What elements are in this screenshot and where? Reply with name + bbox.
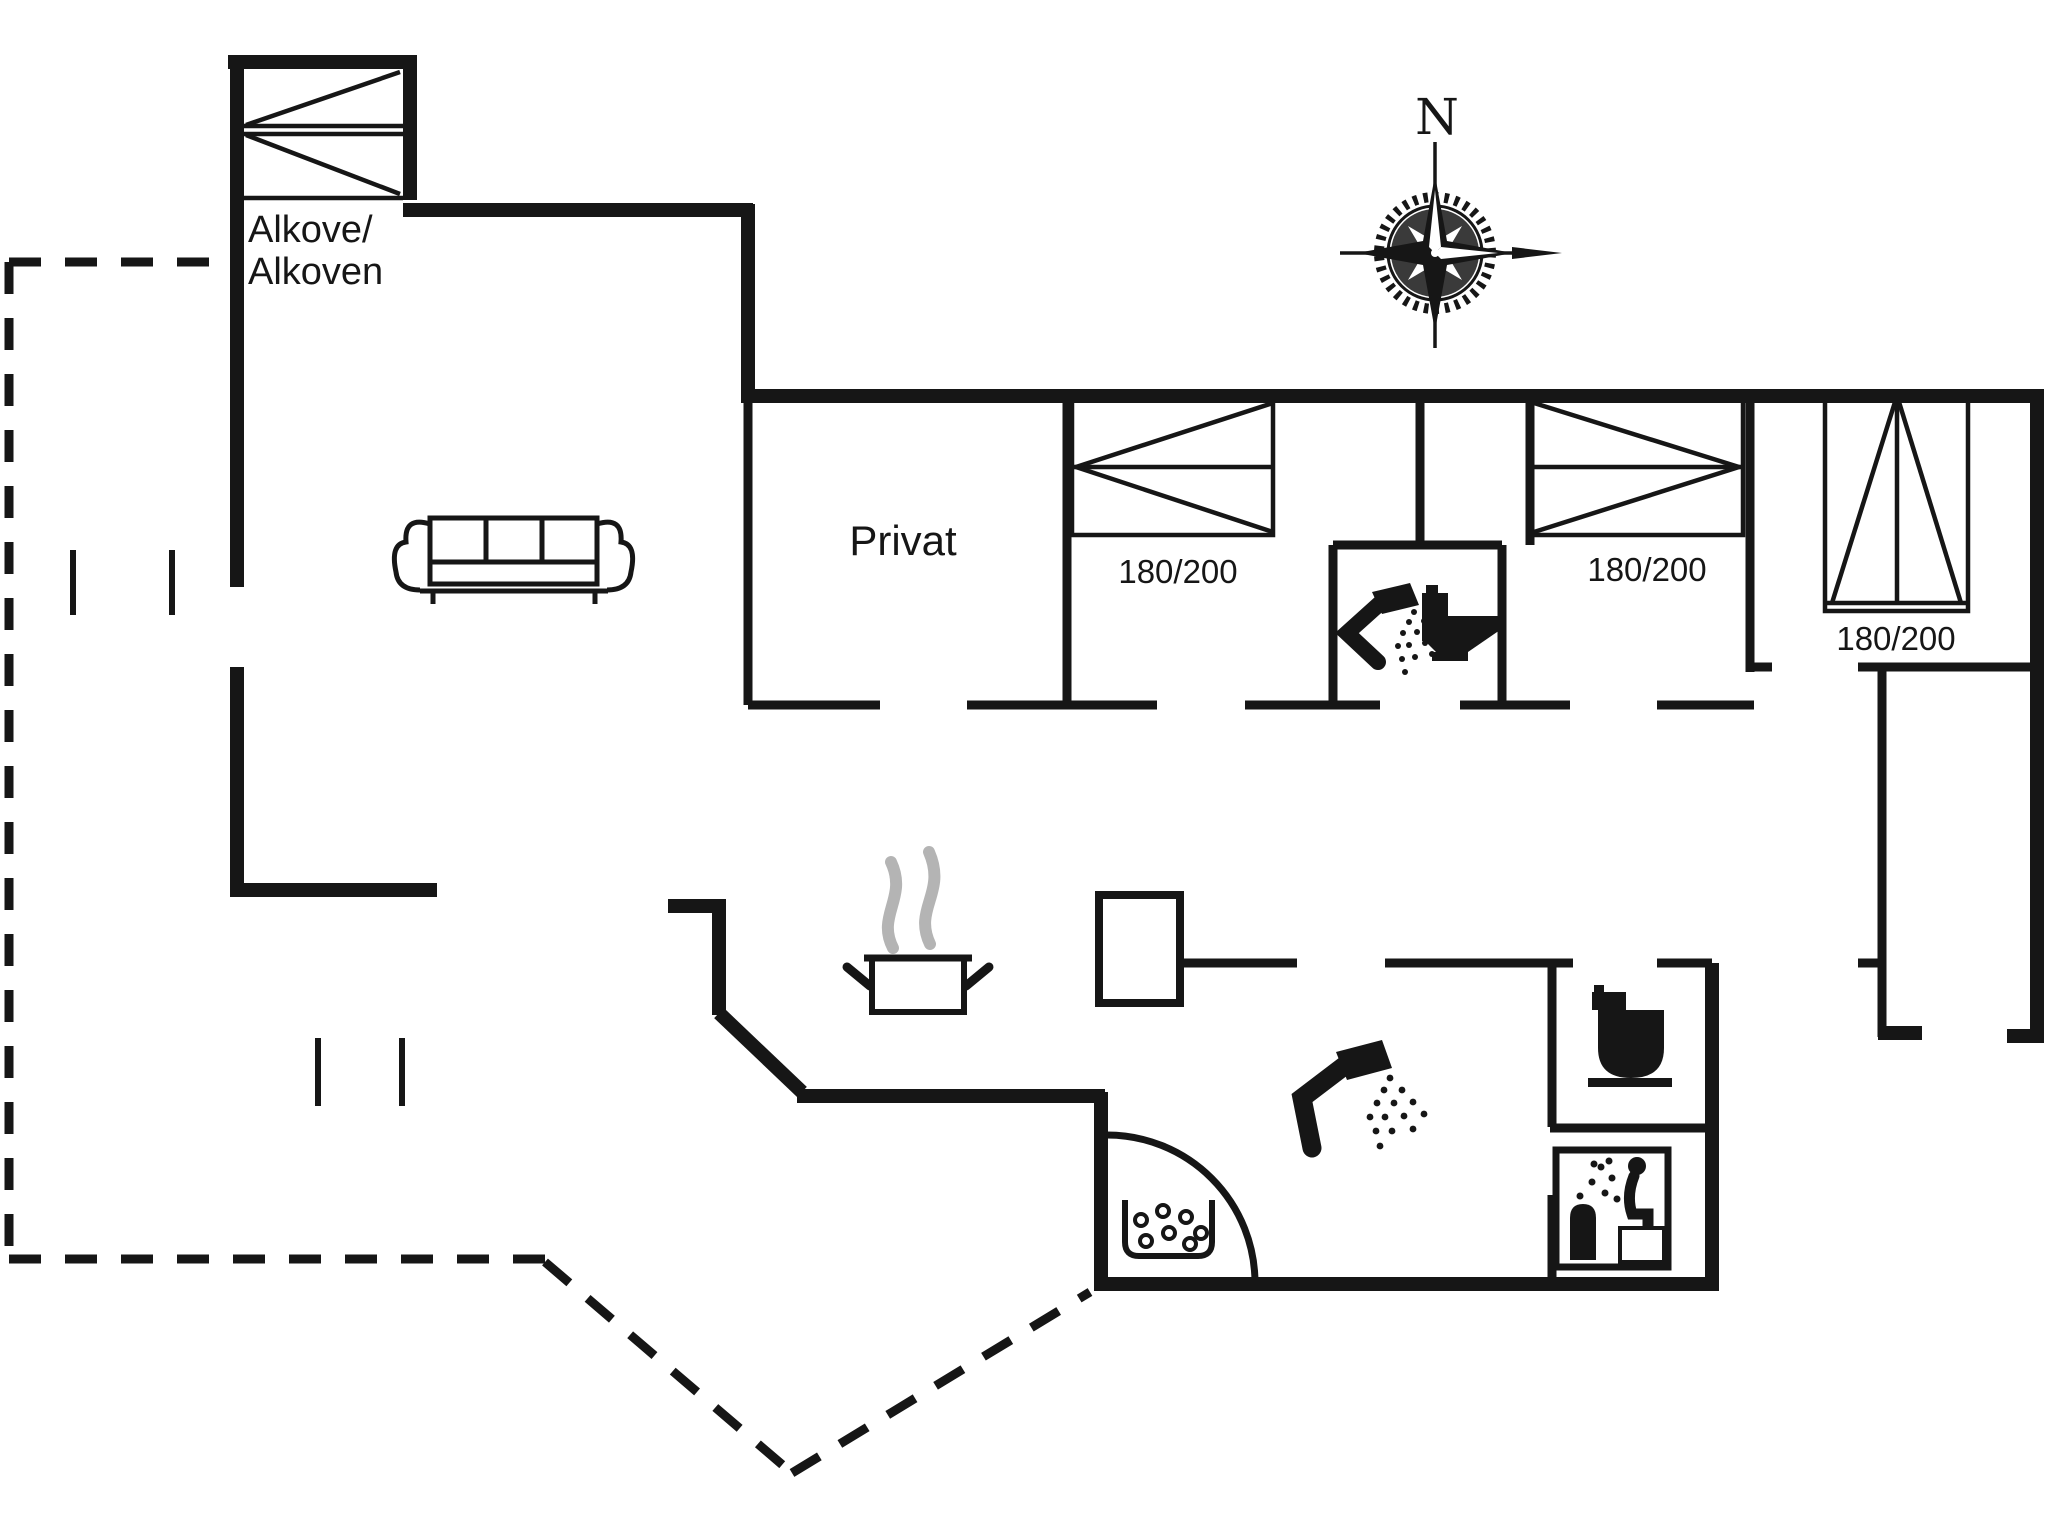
opening-ticks [70, 550, 405, 1106]
alcove-label-line1: Alkove/ [248, 209, 373, 251]
cooking-pot-icon [842, 846, 994, 1015]
alcove-bunk-bed-icon [244, 69, 403, 201]
single-bed-icon [1822, 395, 1971, 614]
closet-block [1095, 891, 1184, 1007]
bed-size-label: 180/200 [1587, 551, 1707, 588]
toilet-icon [1588, 985, 1672, 1087]
steam-icon [881, 846, 941, 954]
compass-north-label: N [1415, 88, 1459, 146]
private-room-label: Privat [849, 517, 957, 564]
door-swing-arc [1106, 1131, 1259, 1284]
soap-bubbles-icon [1122, 1200, 1215, 1259]
alcove-label-line2: Alkoven [248, 251, 384, 293]
double-bed-icon [1069, 397, 1276, 538]
toilet-icon [1422, 585, 1500, 661]
sauna-icon [1552, 1146, 1672, 1271]
double-bed-icon [1527, 397, 1746, 538]
compass-rose-icon [1340, 142, 1562, 348]
bed-size-label: 180/200 [1836, 620, 1956, 657]
exterior-walls [228, 55, 2044, 1291]
terrace-dashed-boundary [4, 257, 1093, 1477]
shower-icon [1291, 1040, 1428, 1158]
sofa-icon [391, 515, 636, 604]
bed-size-label: 180/200 [1118, 553, 1238, 590]
